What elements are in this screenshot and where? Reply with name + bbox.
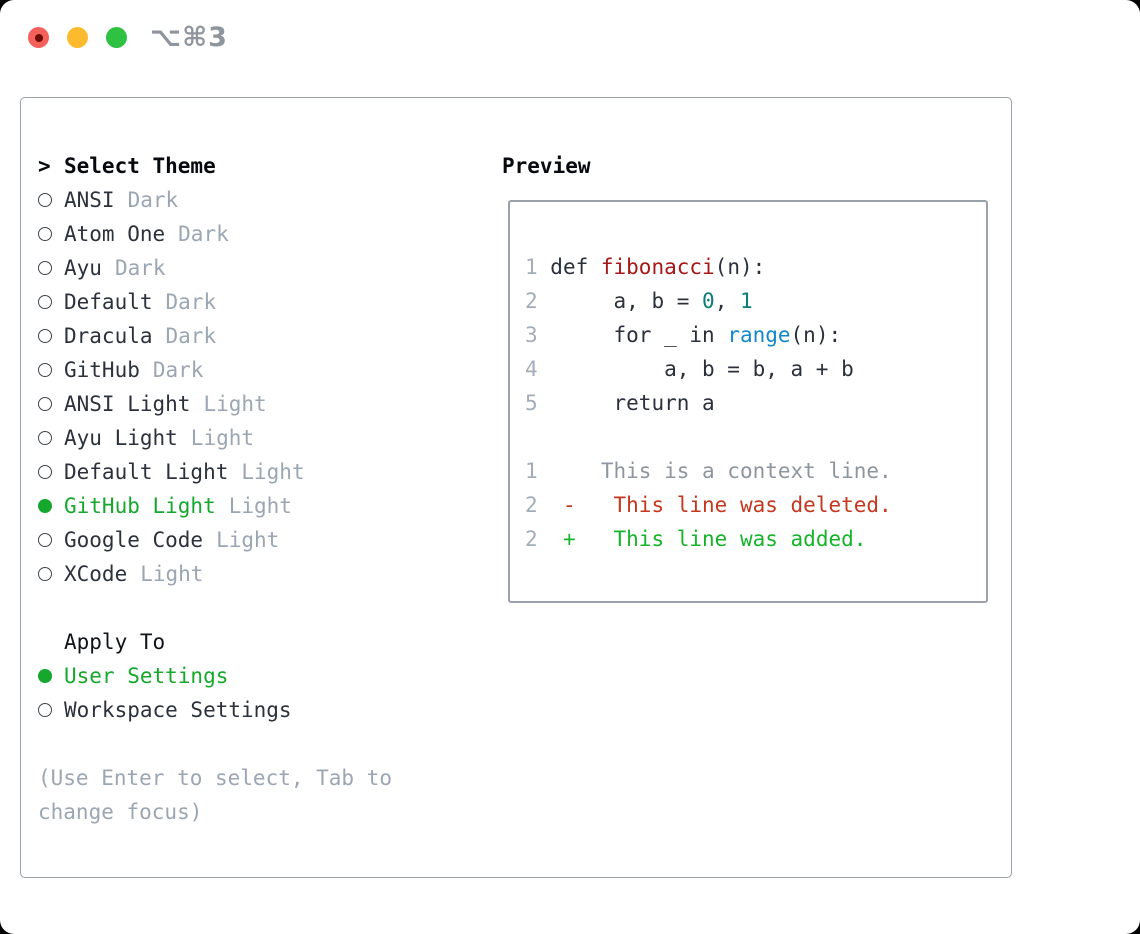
theme-option-label: ANSI Light	[64, 392, 191, 416]
radio-icon	[38, 533, 52, 547]
preview-line	[525, 216, 892, 250]
radio-icon	[38, 431, 52, 445]
theme-option-github[interactable]: GitHub Dark	[38, 353, 392, 387]
preview-line: 2 a, b = 0, 1	[525, 289, 753, 313]
radio-icon	[38, 261, 52, 275]
theme-variant-tag: Light	[190, 426, 255, 450]
theme-option-dracula[interactable]: Dracula Dark	[38, 319, 392, 353]
theme-option-label: ANSI	[64, 188, 115, 212]
preview-line: 2 - This line was deleted.	[525, 493, 892, 517]
window-title: ⌥⌘3	[150, 22, 228, 53]
theme-option-default[interactable]: Default Dark	[38, 285, 392, 319]
theme-variant-tag: Light	[241, 460, 305, 484]
radio-icon	[38, 363, 52, 377]
radio-icon	[38, 227, 52, 241]
theme-variant-tag: Dark	[114, 256, 166, 280]
preview-box	[508, 200, 988, 603]
theme-variant-tag: Light	[228, 494, 292, 518]
theme-variant-tag: Light	[203, 392, 267, 416]
apply-to-header: Apply To	[38, 625, 392, 659]
preview-label: Preview	[502, 154, 591, 178]
radio-icon	[38, 295, 52, 309]
select-theme-header: > Select Theme	[38, 149, 392, 183]
theme-option-label: Dracula	[64, 324, 153, 348]
radio-selected-icon	[38, 499, 52, 513]
theme-variant-tag: Dark	[152, 358, 204, 382]
theme-option-label: Ayu Light	[64, 426, 178, 450]
theme-option-ayu-light[interactable]: Ayu Light Light	[38, 421, 392, 455]
theme-option-label: GitHub Light	[64, 494, 216, 518]
zoom-button-icon[interactable]	[106, 27, 127, 48]
radio-selected-icon	[38, 669, 52, 683]
theme-variant-tag: Dark	[165, 290, 217, 314]
theme-option-ansi[interactable]: ANSI Dark	[38, 183, 392, 217]
theme-option-label: Default	[64, 290, 153, 314]
preview-line: 2 + This line was added.	[525, 527, 867, 551]
theme-option-github-light[interactable]: GitHub Light Light	[38, 489, 392, 523]
theme-option-label: XCode	[64, 562, 128, 586]
preview-line: 1 def fibonacci(n):	[525, 255, 766, 279]
radio-icon	[38, 397, 52, 411]
apply-option-label: User Settings	[64, 664, 229, 688]
preview-line	[525, 420, 892, 454]
hint-line-2: change focus)	[38, 800, 203, 824]
theme-option-ansi-light[interactable]: ANSI Light Light	[38, 387, 392, 421]
preview-line: 4 a, b = b, a + b	[525, 357, 854, 381]
theme-option-label: GitHub	[64, 358, 140, 382]
theme-variant-tag: Dark	[165, 324, 217, 348]
preview-line: 5 return a	[525, 391, 715, 415]
theme-option-label: Atom One	[64, 222, 166, 246]
theme-option-default-light[interactable]: Default Light Light	[38, 455, 392, 489]
radio-icon	[38, 193, 52, 207]
apply-option-workspace-settings[interactable]: Workspace Settings	[38, 693, 392, 727]
theme-option-atom-one[interactable]: Atom One Dark	[38, 217, 392, 251]
selection-prompt-icon: >	[38, 154, 51, 178]
theme-variant-tag: Light	[216, 528, 280, 552]
theme-option-label: Google Code	[64, 528, 204, 552]
theme-option-label: Ayu	[64, 256, 102, 280]
theme-variant-tag: Light	[140, 562, 204, 586]
radio-icon	[38, 703, 52, 717]
titlebar: ⌥⌘3	[0, 0, 1140, 75]
apply-to-label: Apply To	[64, 630, 166, 654]
theme-option-label: Default Light	[64, 460, 229, 484]
theme-option-google-code[interactable]: Google Code Light	[38, 523, 392, 557]
apply-option-label: Workspace Settings	[64, 698, 292, 722]
radio-icon	[38, 567, 52, 581]
preview-line: 1 This is a context line.	[525, 459, 892, 483]
preview-line: 3 for _ in range(n):	[525, 323, 842, 347]
select-theme-label: Select Theme	[64, 154, 216, 178]
theme-variant-tag: Dark	[178, 222, 229, 246]
theme-option-ayu[interactable]: Ayu Dark	[38, 251, 392, 285]
radio-icon	[38, 465, 52, 479]
preview-code: 1 def fibonacci(n): 2 a, b = 0, 1 3 for _ …	[525, 216, 892, 556]
close-button-icon[interactable]	[28, 27, 49, 48]
apply-option-user-settings[interactable]: User Settings	[38, 659, 392, 693]
radio-icon	[38, 329, 52, 343]
hint-line-1: (Use Enter to select, Tab to	[38, 766, 393, 790]
theme-option-xcode[interactable]: XCode Light	[38, 557, 392, 591]
minimize-button-icon[interactable]	[67, 27, 88, 48]
theme-variant-tag: Dark	[127, 188, 179, 212]
